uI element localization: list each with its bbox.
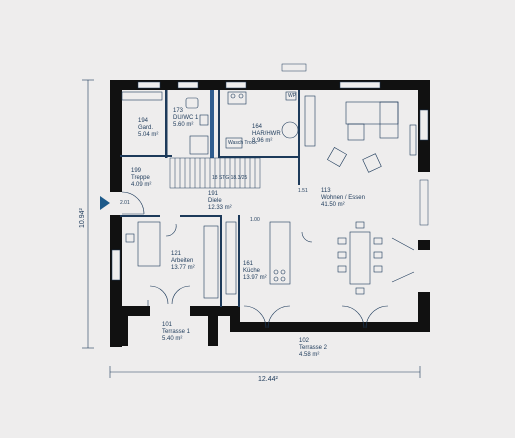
room-id: 113 <box>321 188 331 194</box>
room-label-161: 161 Küche 13.97 m² <box>243 261 267 282</box>
room-name: Wohnen / Essen <box>321 195 365 201</box>
stairs <box>169 157 261 189</box>
room-id: 121 <box>171 251 182 257</box>
room-name: Gard. <box>138 125 154 131</box>
height-dimension: 10.94² <box>79 208 86 228</box>
room-name: Arbeiten <box>171 258 194 264</box>
room-id: 191 <box>208 191 219 197</box>
doors <box>121 191 415 329</box>
height-note-1: 2.01 <box>120 200 130 206</box>
room-area: 5.40 m² <box>162 336 183 342</box>
height-note-3: 1.00 <box>250 217 260 223</box>
room-label-194: 194 Gard. 5.04 m² <box>138 118 158 139</box>
windows <box>111 63 429 281</box>
room-area: 13.97 m² <box>243 275 267 281</box>
room-id: 101 <box>162 322 173 328</box>
wm-label: Wasch Trock <box>228 140 257 146</box>
room-label-173: 173 DU/WC 1 5.60 m² <box>173 108 198 129</box>
room-area: 4.58 m² <box>299 352 320 358</box>
furniture <box>121 91 417 299</box>
room-label-102: 102 Terrasse 2 4.58 m² <box>299 338 327 359</box>
height-note-2: 1.51 <box>298 188 308 194</box>
room-name: Küche <box>243 268 261 274</box>
room-id: 194 <box>138 118 149 124</box>
room-area: 5.04 m² <box>138 132 159 138</box>
entrance-marker-icon <box>100 196 110 210</box>
room-label-164: 164 HAR/HWR 8.96 m² <box>252 124 281 145</box>
room-area: 5.60 m² <box>173 122 194 128</box>
width-dimension: 12.44² <box>258 376 278 383</box>
room-name: Terrasse 2 <box>299 345 328 351</box>
room-area: 12.33 m² <box>208 205 232 211</box>
room-id: 102 <box>299 338 310 344</box>
room-name: Diele <box>208 198 222 204</box>
room-label-101: 101 Terrasse 1 5.40 m² <box>162 322 190 343</box>
room-area: 41.50 m² <box>321 202 345 208</box>
room-name: Treppe <box>131 175 150 181</box>
stair-note: 18 STG 18.3/25 <box>212 175 248 181</box>
room-name: DU/WC 1 <box>173 115 199 121</box>
room-id: 164 <box>252 124 263 130</box>
room-name: HAR/HWR <box>252 131 281 137</box>
room-area: 13.77 m² <box>171 265 195 271</box>
room-label-191: 191 Diele 12.33 m² <box>208 191 232 212</box>
interior-walls <box>120 90 300 307</box>
room-id: 199 <box>131 168 142 174</box>
room-label-113: 113 Wohnen / Essen 41.50 m² <box>321 188 365 209</box>
room-label-199: 199 Treppe 4.09 m² <box>131 168 151 189</box>
room-id: 173 <box>173 108 184 114</box>
wp-label: WP <box>288 93 297 99</box>
exterior-walls <box>110 80 430 347</box>
dimension-lines <box>82 79 421 378</box>
room-area: 8.96 m² <box>252 138 273 144</box>
room-label-121: 121 Arbeiten 13.77 m² <box>171 251 195 272</box>
room-area: 4.09 m² <box>131 182 152 188</box>
room-id: 161 <box>243 261 254 267</box>
room-name: Terrasse 1 <box>162 329 191 335</box>
